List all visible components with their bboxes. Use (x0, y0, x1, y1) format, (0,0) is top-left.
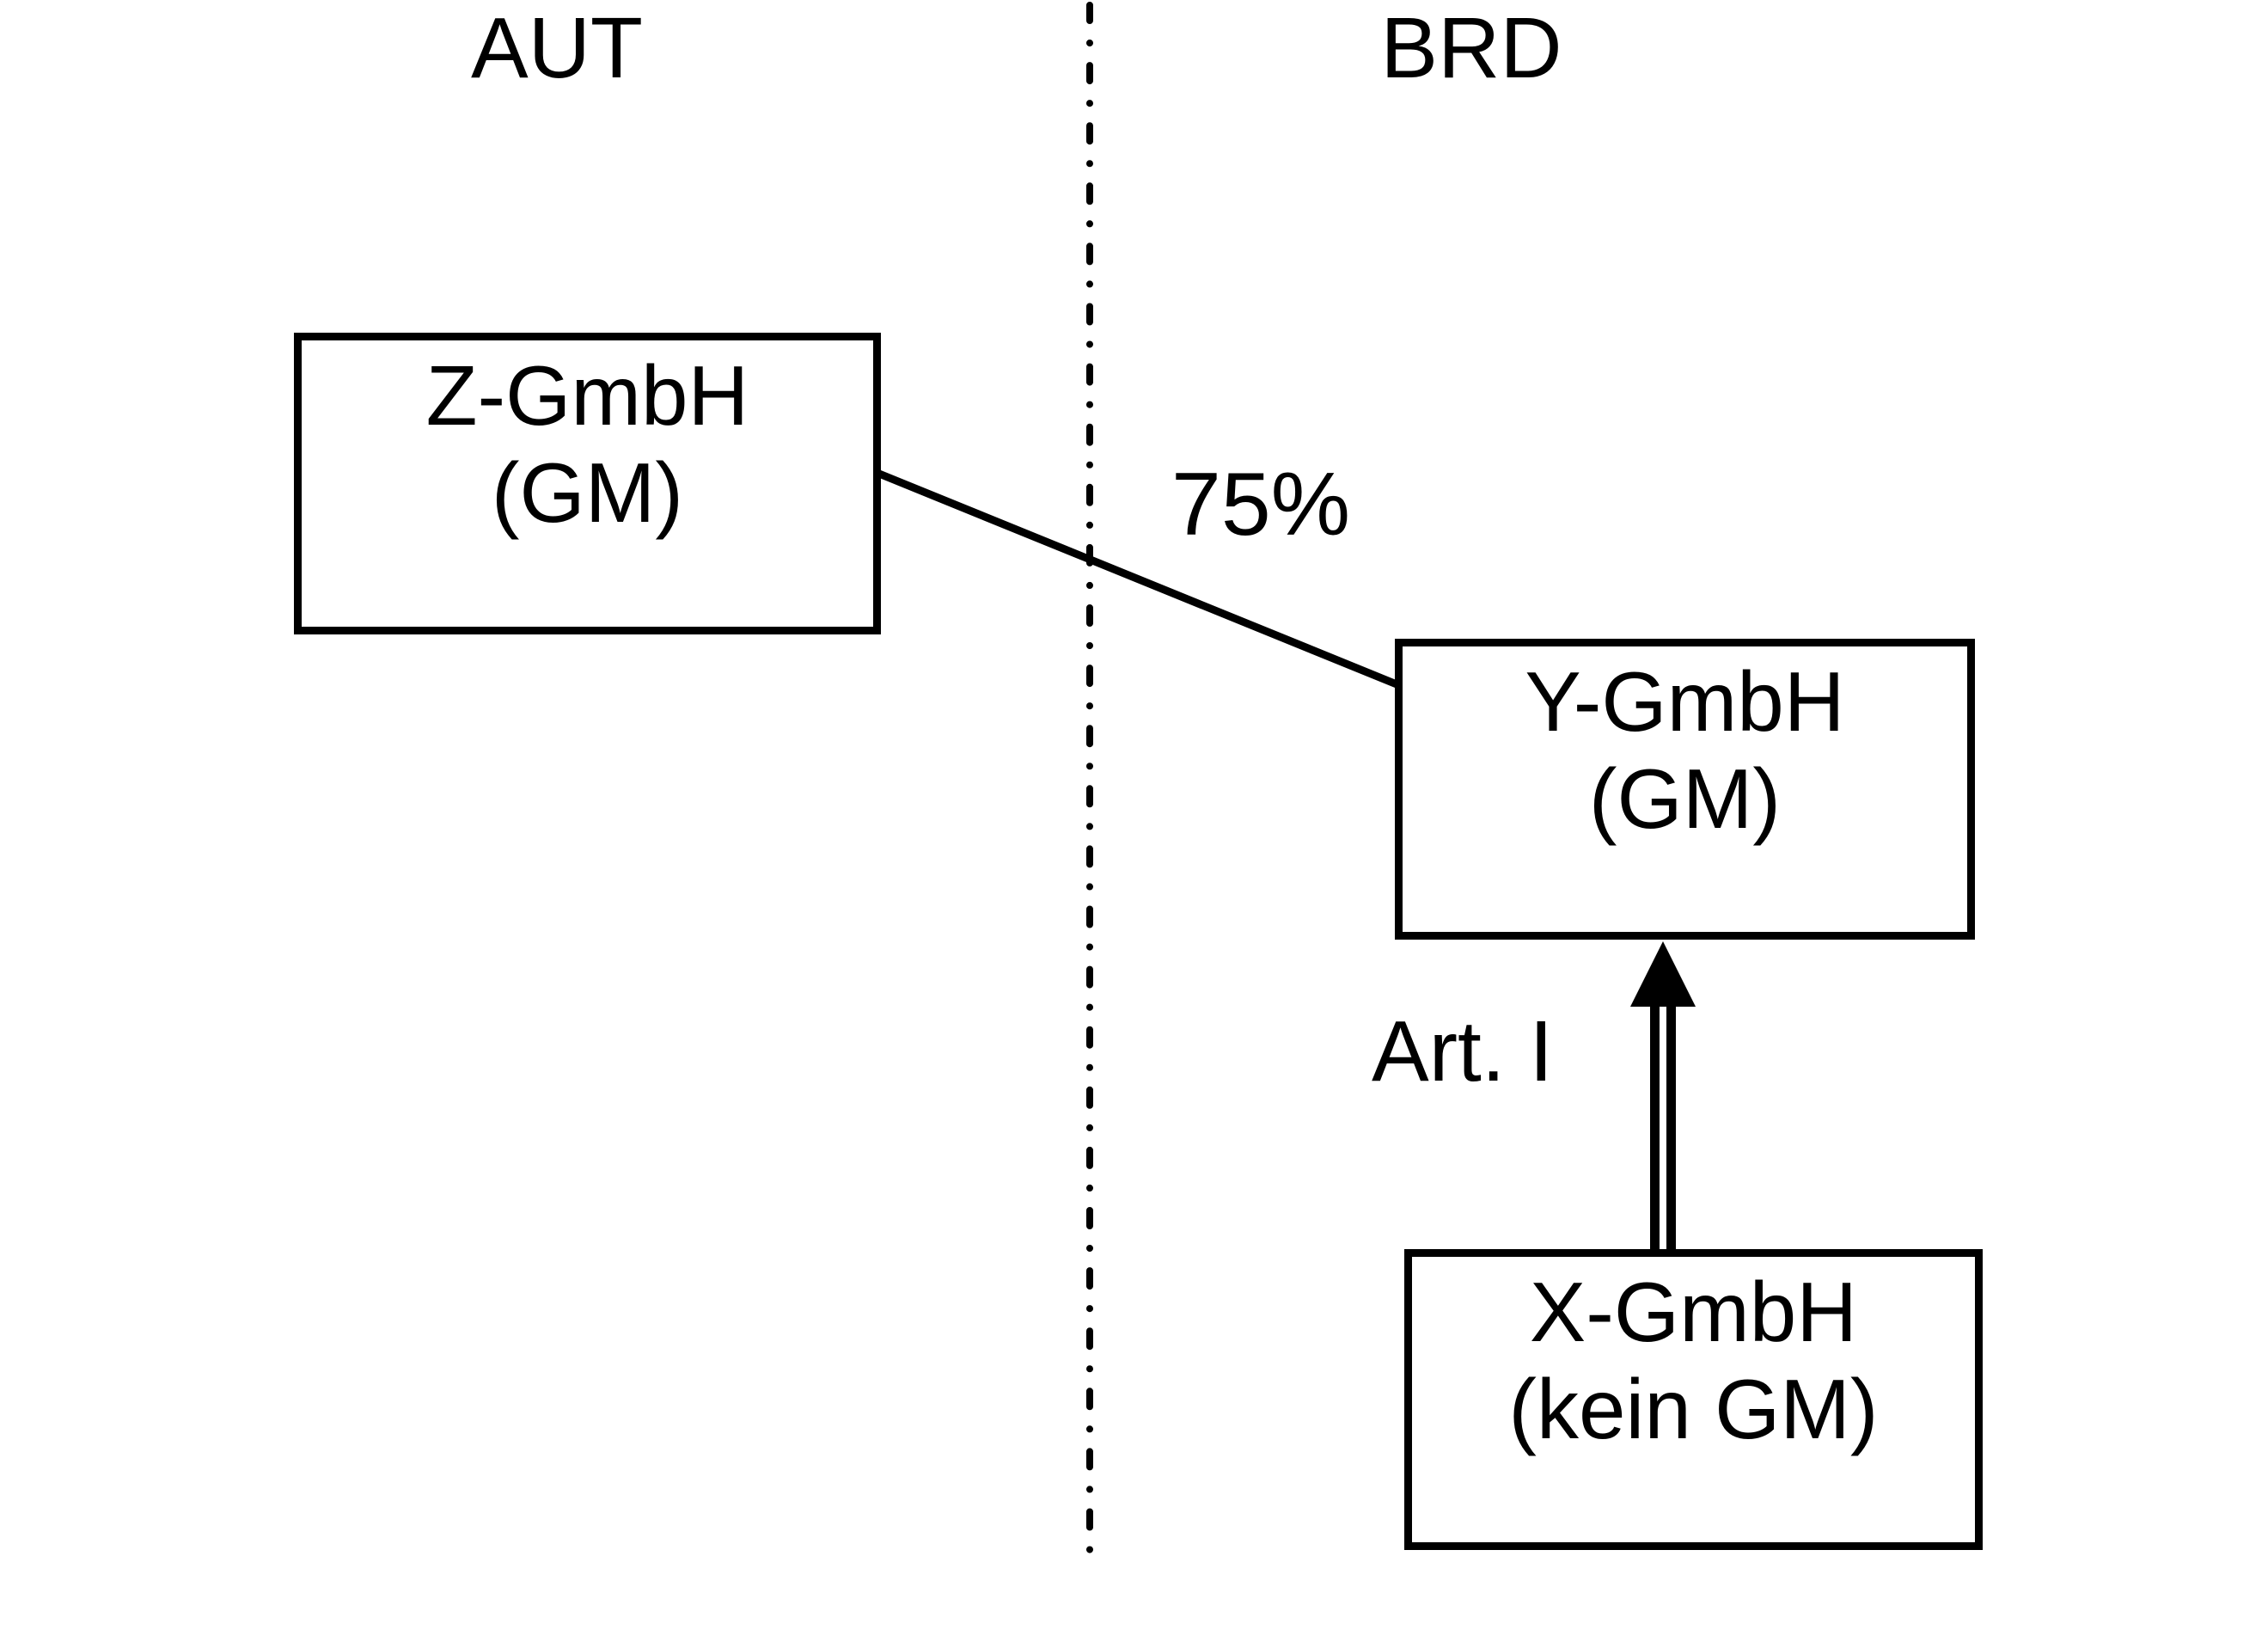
country-label-brd: BRD (1380, 0, 1562, 96)
node-x-name: X-GmbH (1529, 1265, 1858, 1359)
ownership-percentage-label: 75% (1171, 455, 1351, 554)
node-z-status: (GM) (491, 444, 684, 540)
node-x-status: (kein GM) (1508, 1361, 1879, 1456)
node-x-gmbh: X-GmbH (kein GM) (1404, 1249, 1983, 1550)
node-z-gmbh: Z-GmbH (GM) (294, 333, 881, 634)
ownership-edge-line (871, 468, 1405, 690)
node-y-status: (GM) (1588, 750, 1782, 846)
country-label-aut: AUT (471, 0, 643, 96)
merger-article-label: Art. I (1372, 1003, 1554, 1100)
node-y-gmbh: Y-GmbH (GM) (1395, 639, 1975, 940)
merger-arrowhead-icon (1630, 941, 1696, 1007)
node-y-name: Y-GmbH (1525, 654, 1845, 749)
node-z-name: Z-GmbH (425, 348, 749, 443)
